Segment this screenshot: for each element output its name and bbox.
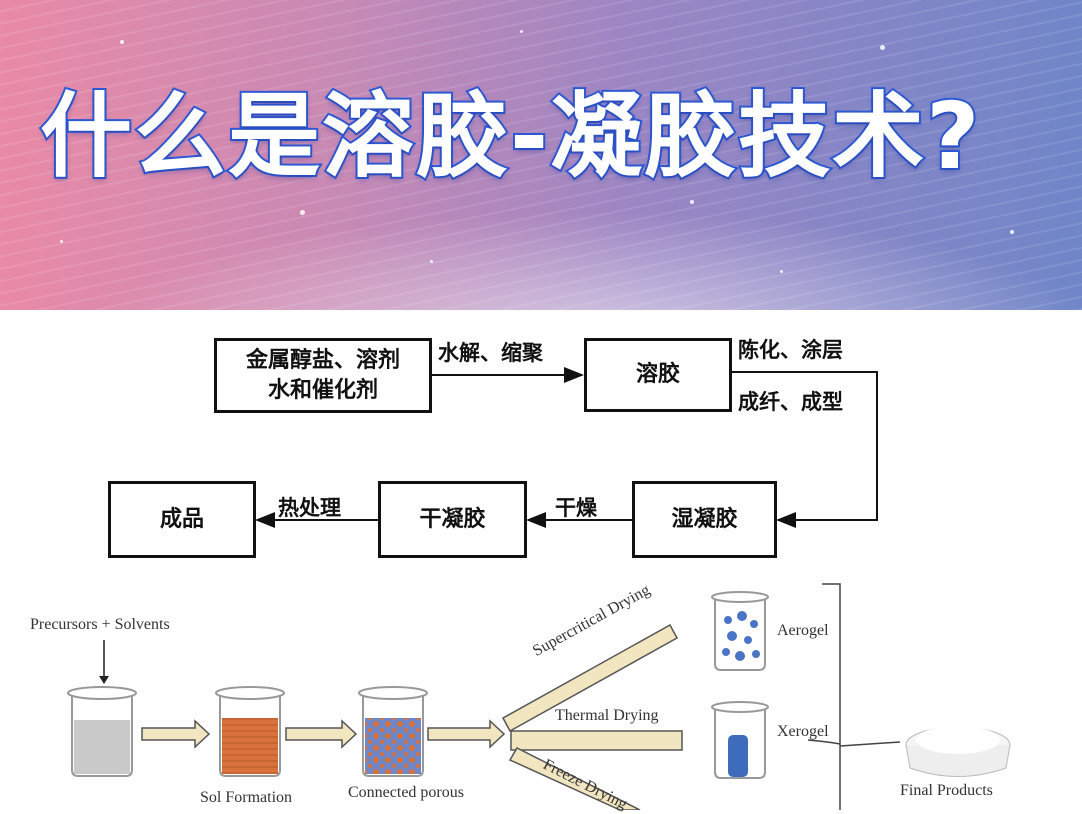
- arrow-3: [427, 719, 506, 749]
- raw-line-1: 金属醇盐、溶剂: [245, 347, 400, 373]
- label-aerogel: Aerogel: [777, 622, 829, 639]
- label-hydrolysis: 水解、缩聚: [438, 341, 543, 365]
- bar-freeze: [508, 747, 641, 810]
- label-heat: 热处理: [278, 496, 341, 520]
- sparkle: [880, 45, 885, 50]
- box-dry-gel: 干凝胶: [378, 481, 527, 558]
- box-product: 成品: [108, 481, 256, 558]
- page-title: 什么是溶胶-凝胶技术?: [38, 81, 982, 192]
- label-aging: 陈化、涂层: [738, 338, 843, 362]
- final-product-dish: [905, 726, 1011, 777]
- box-wet-gel: 湿凝胶: [632, 481, 777, 558]
- sparkle: [120, 40, 124, 44]
- label-final-products: Final Products: [900, 782, 993, 799]
- beaker-xerogel: [711, 701, 769, 779]
- label-thermal: Thermal Drying: [555, 707, 659, 724]
- sparkle: [520, 30, 523, 33]
- box-sol: 溶胶: [584, 338, 732, 412]
- arrow-1: [141, 719, 211, 749]
- header-banner: 什么是溶胶-凝胶技术?: [0, 0, 1082, 310]
- raw-line-2: 水和催化剂: [267, 377, 378, 403]
- beaker-porous: [358, 686, 428, 777]
- bar-thermal: [510, 730, 683, 751]
- label-xerogel: Xerogel: [777, 723, 829, 740]
- beaker-sol: [215, 686, 285, 777]
- beaker-precursors: [67, 686, 137, 777]
- label-connected-porous: Connected porous: [348, 784, 464, 801]
- arrow-2: [285, 719, 358, 749]
- label-drying: 干燥: [555, 496, 597, 520]
- label-forming: 成纤、成型: [738, 390, 843, 414]
- arrow-aging: [732, 371, 878, 528]
- beaker-aerogel: [711, 591, 769, 671]
- label-precursors: Precursors + Solvents: [30, 616, 170, 633]
- label-sol-formation: Sol Formation: [200, 789, 293, 806]
- bar-supercritical: [501, 623, 679, 733]
- bracket: [822, 583, 841, 810]
- box-raw-materials: 金属醇盐、溶剂 水和催化剂: [214, 338, 432, 413]
